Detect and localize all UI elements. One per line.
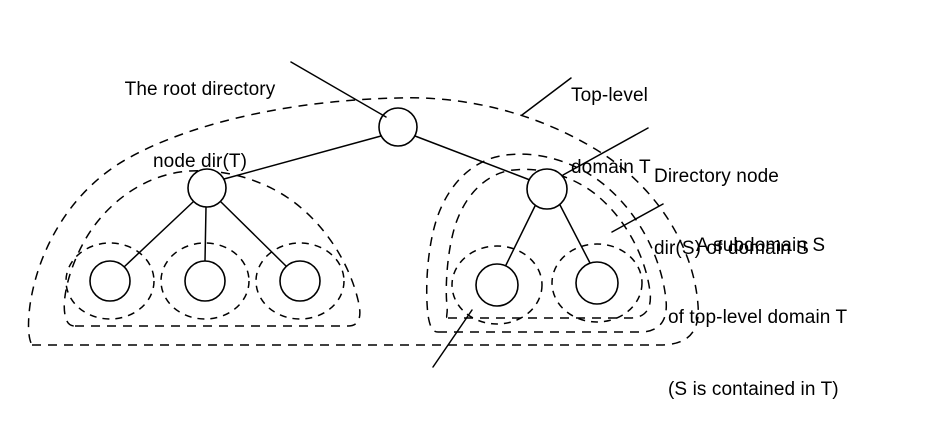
leaf-node-2 bbox=[184, 260, 226, 302]
boundary-leaf-domain-1 bbox=[65, 242, 155, 320]
left-internal-node bbox=[187, 168, 227, 208]
edge-left-internal-to-leaf-3 bbox=[220, 201, 288, 268]
leaf-node-4 bbox=[475, 263, 519, 307]
label-root-directory: The root directory node dir(T) bbox=[100, 30, 300, 222]
leaf-node-1 bbox=[89, 260, 131, 302]
label-subdomain-s: A subdomain S of top-level domain T (S i… bbox=[668, 186, 937, 424]
edge-left-internal-to-leaf-1 bbox=[123, 201, 194, 268]
leader-leaf-domain bbox=[432, 309, 473, 368]
label-directory-node-s: Directory node dir(S) of domain S bbox=[654, 117, 914, 309]
leaf-node-5 bbox=[575, 261, 619, 305]
label-root-directory-line2: node dir(T) bbox=[152, 151, 248, 172]
directory-node-dir-s bbox=[526, 168, 568, 210]
leader-root-directory bbox=[290, 61, 387, 118]
boundary-leaf-domain-4 bbox=[451, 245, 543, 325]
label-directory-node-s-line2: dir(S) of domain S bbox=[654, 238, 809, 259]
edge-root-to-right-internal bbox=[414, 135, 531, 181]
edge-left-internal-to-leaf-2 bbox=[204, 206, 207, 262]
edge-right-internal-to-leaf-5 bbox=[559, 204, 591, 264]
label-directory-node-s-line1: Directory node bbox=[654, 166, 779, 187]
label-root-directory-line1: The root directory bbox=[124, 79, 276, 100]
leader-directory-node-dir-s bbox=[562, 127, 649, 176]
boundary-top-level-domain-t bbox=[27, 97, 699, 346]
boundary-subdomain-s bbox=[425, 153, 668, 333]
boundary-leaf-domain-3 bbox=[255, 242, 345, 320]
root-directory-node bbox=[378, 107, 418, 147]
boundary-leaf-domain-5 bbox=[551, 243, 643, 323]
edge-right-internal-to-leaf-4 bbox=[505, 205, 536, 266]
boundary-left-subdomain bbox=[63, 169, 361, 327]
label-top-level-domain-line2: domain T bbox=[571, 157, 651, 178]
label-subdomain-s-line3: (S is contained in T) bbox=[668, 379, 839, 400]
leaf-node-3 bbox=[279, 260, 321, 302]
label-subdomain-s-line2: of top-level domain T bbox=[668, 307, 848, 328]
leader-top-level-domain-t bbox=[521, 77, 572, 116]
leader-subdomain-s bbox=[611, 203, 664, 233]
label-top-level-domain: Top-level domain T bbox=[571, 36, 731, 228]
label-subdomain-s-line1: A subdomain S bbox=[696, 235, 826, 256]
label-leaf-domain: A leaf domain, contained in S bbox=[190, 376, 530, 424]
boundary-leaf-domain-2 bbox=[160, 242, 250, 320]
label-top-level-domain-line1: Top-level bbox=[571, 85, 648, 106]
edge-root-to-left-internal bbox=[223, 135, 382, 180]
